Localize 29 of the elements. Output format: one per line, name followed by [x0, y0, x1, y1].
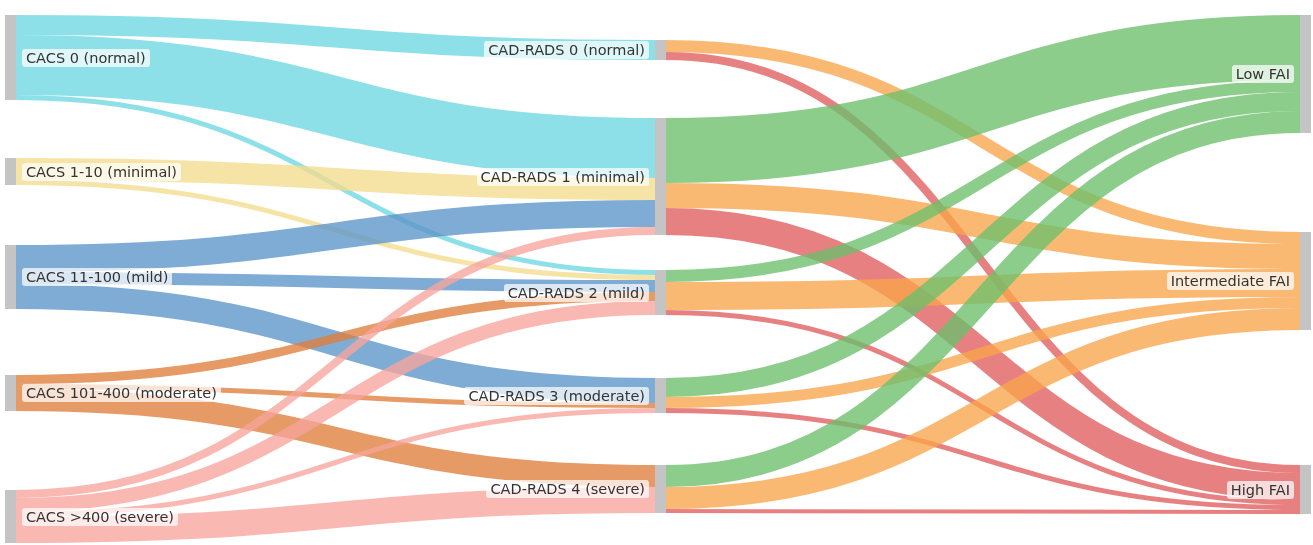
flow-band [665, 40, 1301, 244]
flow-band [15, 292, 656, 384]
flow-band [665, 183, 1301, 269]
flow-band [15, 95, 656, 275]
flow-band [665, 92, 1301, 397]
flow-band [15, 200, 656, 272]
flow-band [665, 15, 1301, 183]
flow-band [666, 509, 1300, 514]
flow-band [665, 408, 1301, 510]
node-label: CACS >400 (severe) [22, 507, 179, 526]
flow-band [665, 208, 1301, 500]
flow-band [664, 111, 1302, 487]
flow-band [15, 487, 656, 543]
flow-band [15, 158, 656, 200]
flow-band [15, 227, 656, 498]
node-label: CACS 11-100 (mild) [22, 268, 173, 286]
flow-band [16, 272, 655, 292]
flow-band [15, 180, 656, 280]
node-label: CACS 101-400 (moderate) [22, 384, 221, 402]
flow-band [665, 80, 1301, 282]
node-label: Low FAI [1231, 65, 1294, 83]
flow-band [665, 297, 1301, 408]
node-label: CAD-RADS 0 (normal) [484, 41, 649, 59]
flow-band [15, 301, 656, 512]
node-label: CAD-RADS 4 (severe) [486, 480, 649, 498]
flow-band [15, 389, 656, 487]
flow-band [665, 269, 1301, 310]
flow-band [15, 284, 656, 403]
node-label: Intermediate FAI [1166, 272, 1294, 290]
